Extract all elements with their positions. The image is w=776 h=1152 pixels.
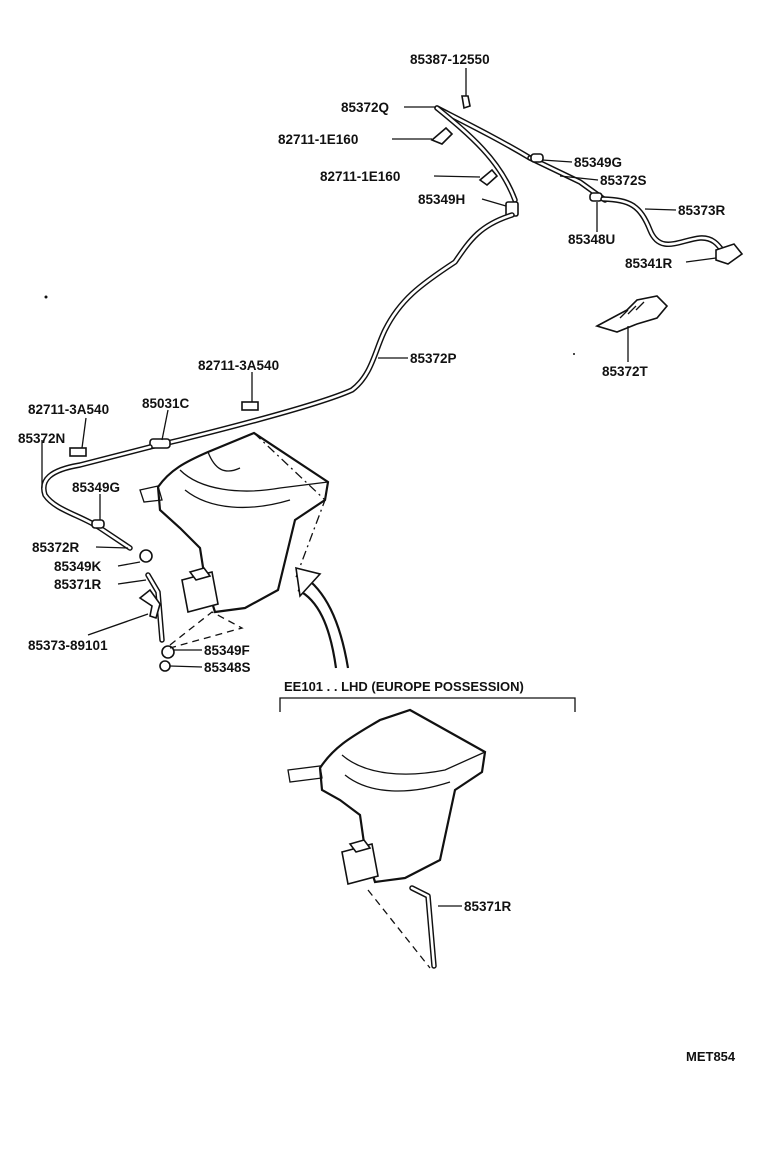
label-82711-1e160-lower: 82711-1E160 <box>320 169 400 184</box>
clamp-82711-3a540-upper <box>241 401 259 411</box>
label-82711-3a540-lower: 82711-3A540 <box>28 402 109 417</box>
label-85371r-upper: 85371R <box>54 577 102 592</box>
label-85372n: 85372N <box>18 431 65 446</box>
label-85373-89101: 85373-89101 <box>28 638 108 653</box>
connector-85348u <box>589 192 603 202</box>
label-85387-12550: 85387-12550 <box>410 52 490 67</box>
label-85349g-left: 85349G <box>72 480 120 495</box>
label-85341r: 85341R <box>625 256 673 271</box>
section-bracket <box>279 697 576 712</box>
label-85371r-lower: 85371R <box>464 899 512 914</box>
label-85372q: 85372Q <box>341 100 389 115</box>
clip-85387-part <box>461 95 471 110</box>
reference-code: MET854 <box>686 1049 736 1064</box>
label-85372t: 85372T <box>602 364 649 379</box>
long-hose-85372p <box>147 212 515 450</box>
left-hose-85372n <box>41 444 175 672</box>
joint-85031c <box>149 438 171 449</box>
washer-tank-lower <box>287 708 487 969</box>
label-85372r: 85372R <box>32 540 80 555</box>
stray-dot-2 <box>573 353 575 355</box>
upper-hose-assembly <box>430 95 744 333</box>
clamp-82711-1e160-upper <box>430 126 454 145</box>
leader-lines <box>41 68 717 907</box>
label-85373r: 85373R <box>678 203 726 218</box>
label-85349h: 85349H <box>418 192 465 207</box>
label-85349g-top: 85349G <box>574 155 622 170</box>
part-labels: 85387-12550 85372Q 82711-1E160 85349G 82… <box>18 52 726 914</box>
connector-85349g-top <box>530 153 544 163</box>
label-85348s: 85348S <box>204 660 251 675</box>
section-title: EE101 . . LHD (EUROPE POSSESSION) <box>284 679 524 694</box>
label-85349k: 85349K <box>54 559 102 574</box>
bracket-85373-part <box>138 588 161 620</box>
label-85348u: 85348U <box>568 232 615 247</box>
connector-85349f <box>161 645 175 659</box>
nozzle-85372t-part <box>594 295 669 333</box>
stray-dot <box>44 295 48 299</box>
cap-85348s <box>159 660 171 672</box>
label-82711-3a540-upper: 82711-3A540 <box>198 358 279 373</box>
washer-tank-upper <box>139 431 330 649</box>
label-85349f: 85349F <box>204 643 250 658</box>
label-82711-1e160-upper: 82711-1E160 <box>278 132 358 147</box>
clamp-82711-3a540-lower <box>69 447 87 457</box>
detail-arrow <box>295 566 350 669</box>
label-85372s: 85372S <box>600 173 647 188</box>
clamp-82711-1e160-lower <box>478 168 499 187</box>
label-85372p: 85372P <box>410 351 457 366</box>
connector-85349k <box>139 549 153 563</box>
connector-85349g-left <box>91 519 105 529</box>
label-85031c: 85031C <box>142 396 190 411</box>
